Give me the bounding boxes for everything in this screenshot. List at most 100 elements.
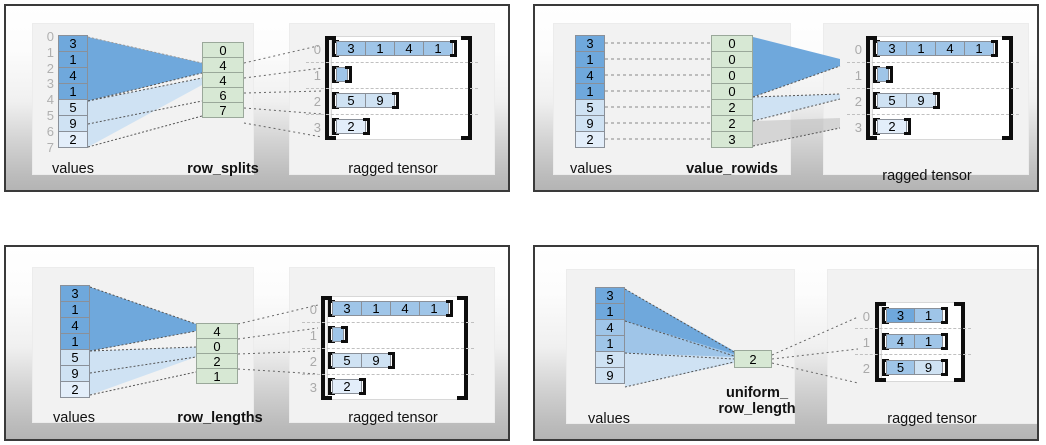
ragged-tensor-label: ragged tensor xyxy=(348,161,438,177)
tensor-cell: 1 xyxy=(361,301,391,316)
partition-label: row_lengths xyxy=(177,410,263,426)
value-cell: 2 xyxy=(60,381,90,398)
tensor-cell: 1 xyxy=(964,41,994,56)
partition-cell: 0 xyxy=(202,42,244,58)
row-separator xyxy=(847,88,1019,89)
value-index: 2 xyxy=(46,60,54,76)
partition-cell: 2 xyxy=(196,353,238,369)
row-separator xyxy=(306,114,478,115)
row-separator xyxy=(302,322,474,323)
wedge-graphics-3 xyxy=(89,286,319,396)
tensor-empty-marker xyxy=(332,327,344,342)
partition-cell: 0 xyxy=(711,51,753,68)
tensor-row-index: 2 xyxy=(862,361,870,376)
row-close-bracket xyxy=(450,40,457,57)
tensor-cell: 3 xyxy=(877,41,907,56)
tensor-row-index: 2 xyxy=(854,94,862,109)
tensor-cell: 5 xyxy=(332,353,362,368)
row-open-bracket xyxy=(328,326,335,343)
value-cell: 1 xyxy=(58,51,88,68)
value-index: 0 xyxy=(46,29,54,44)
row-open-bracket xyxy=(328,300,335,317)
tensor-cell: 3 xyxy=(336,41,366,56)
row-separator xyxy=(302,348,474,349)
row-close-bracket xyxy=(392,92,399,109)
value-cell: 9 xyxy=(58,115,88,132)
row-close-bracket xyxy=(363,118,370,135)
row-close-bracket xyxy=(886,66,893,83)
tensor-row-index: 0 xyxy=(309,302,317,317)
value-cell: 1 xyxy=(595,303,625,320)
value-cell: 1 xyxy=(575,83,605,100)
partition-cell: 0 xyxy=(711,67,753,84)
row-open-bracket xyxy=(332,66,339,83)
value-index: 5 xyxy=(46,108,54,123)
row-close-bracket xyxy=(446,300,453,317)
value-cell: 1 xyxy=(60,333,90,350)
values-label: values xyxy=(588,411,630,427)
row-open-bracket xyxy=(332,40,339,57)
panel-value-rowids: 3 1 4 1 5 9 2 0 0 0 0 2 2 3 values value… xyxy=(533,4,1039,192)
tensor-row-index: 1 xyxy=(862,335,870,350)
row-open-bracket xyxy=(873,66,880,83)
value-cell: 5 xyxy=(60,349,90,366)
tensor-cell: 9 xyxy=(365,93,395,108)
wedge-graphics-1 xyxy=(87,36,323,148)
value-cell: 5 xyxy=(595,351,625,368)
tensor-empty-marker xyxy=(336,67,348,82)
partition-cell: 4 xyxy=(202,72,244,88)
value-cell: 2 xyxy=(58,131,88,148)
value-cell: 1 xyxy=(58,83,88,100)
partition-cell: 2 xyxy=(734,350,772,368)
ragged-tensor-label: ragged tensor xyxy=(882,168,972,184)
panel-row-splits: 0 1 2 3 4 5 6 7 3 1 4 1 5 9 2 0 xyxy=(4,4,510,192)
partition-label: row_splits xyxy=(187,161,259,177)
value-cell: 4 xyxy=(58,67,88,84)
value-cell: 3 xyxy=(60,285,90,302)
tensor-close-bracket xyxy=(954,302,965,382)
tensor-cell: 1 xyxy=(419,301,449,316)
tensor-cell: 9 xyxy=(906,93,936,108)
partition-cell: 1 xyxy=(196,368,238,384)
tensor-cell: 5 xyxy=(877,93,907,108)
tensor-row-index: 1 xyxy=(313,68,321,83)
row-close-bracket xyxy=(388,352,395,369)
row-close-bracket xyxy=(345,66,352,83)
row-separator xyxy=(855,328,971,329)
row-open-bracket xyxy=(328,352,335,369)
tensor-cell: 4 xyxy=(935,41,965,56)
tensor-row-index: 3 xyxy=(854,120,862,135)
panel-uniform-row-length: 3 1 4 1 5 9 2 values uniform_ row_length… xyxy=(533,245,1039,441)
value-cell: 4 xyxy=(595,319,625,336)
row-open-bracket xyxy=(882,307,889,324)
row-open-bracket xyxy=(332,92,339,109)
value-index: 3 xyxy=(46,76,54,92)
partition-cell: 2 xyxy=(711,99,753,116)
tensor-row-index: 3 xyxy=(309,380,317,395)
row-close-bracket xyxy=(904,118,911,135)
value-index: 7 xyxy=(46,139,54,155)
tensor-cell: 2 xyxy=(336,119,366,134)
value-cell: 1 xyxy=(575,51,605,68)
value-cell: 4 xyxy=(60,317,90,334)
row-open-bracket xyxy=(328,378,335,395)
values-label: values xyxy=(53,410,95,426)
value-index: 1 xyxy=(46,44,54,60)
row-open-bracket xyxy=(882,333,889,350)
value-index: 6 xyxy=(46,123,54,139)
tensor-cell: 2 xyxy=(332,379,362,394)
partition-label: uniform_ row_length xyxy=(718,385,796,418)
row-open-bracket xyxy=(332,118,339,135)
row-close-bracket xyxy=(941,307,948,324)
partition-cell: 3 xyxy=(711,131,753,148)
row-close-bracket xyxy=(359,378,366,395)
partition-cell: 4 xyxy=(196,323,238,339)
partition-cell: 0 xyxy=(711,35,753,52)
row-separator xyxy=(847,62,1019,63)
tensor-cell: 3 xyxy=(886,308,915,323)
value-cell: 9 xyxy=(60,365,90,382)
tensor-cell: 9 xyxy=(914,360,943,375)
row-close-bracket xyxy=(933,92,940,109)
tensor-cell: 5 xyxy=(886,360,915,375)
